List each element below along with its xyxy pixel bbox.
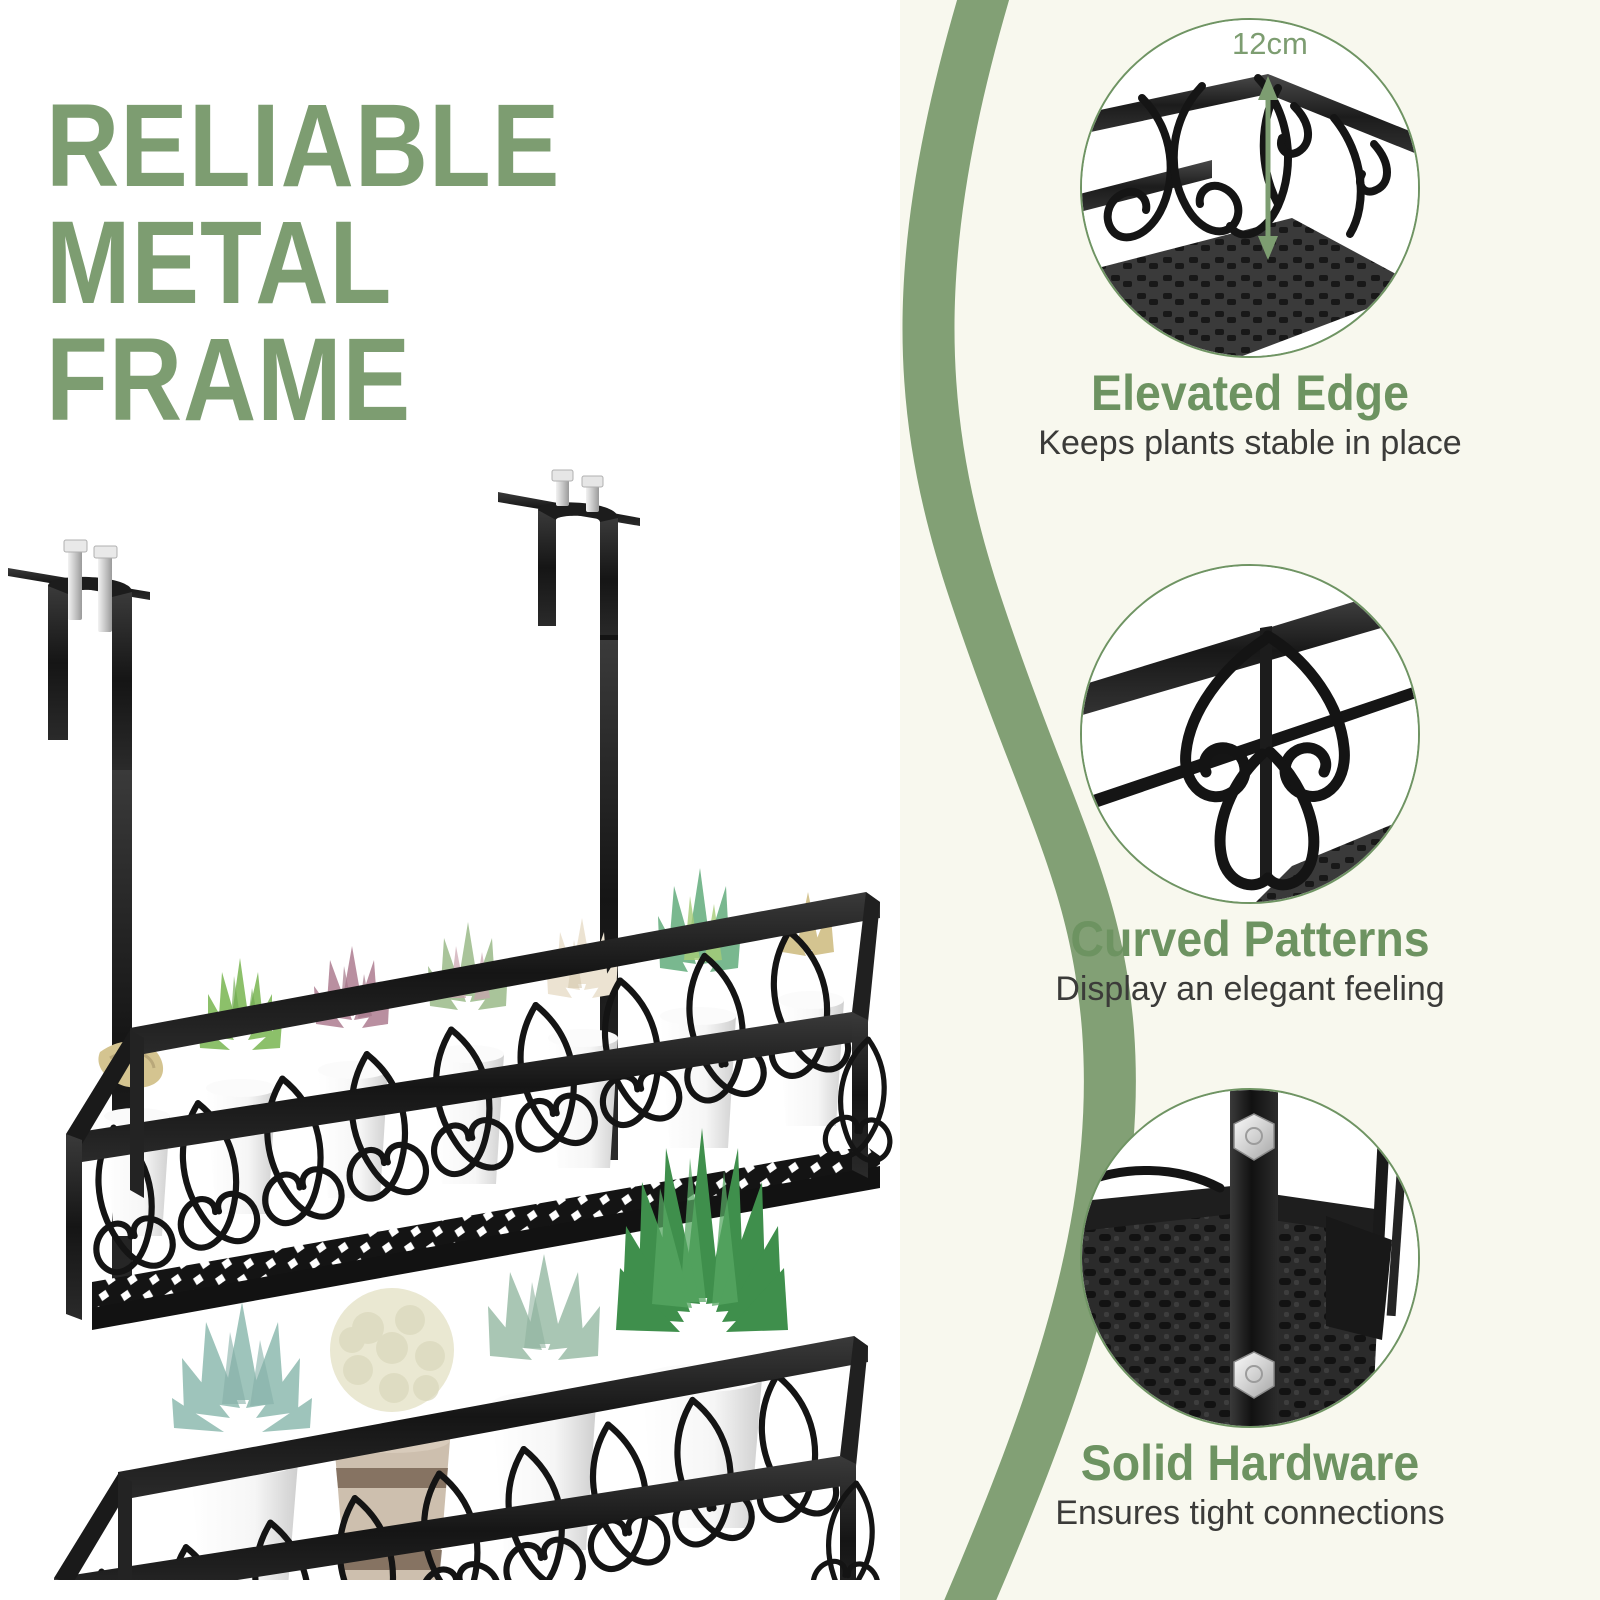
lower-front-top-rail <box>54 1456 856 1580</box>
hex-bolt-closeup-icon <box>1082 1090 1418 1426</box>
circle-frame-solid-hardware <box>1080 1088 1420 1428</box>
scroll-pattern-closeup-icon <box>1082 566 1418 902</box>
lower-tier-pots <box>172 1128 788 1580</box>
feature-image-wrap-elevated-edge: 12cm <box>1080 18 1420 358</box>
lower-tier <box>54 1128 889 1580</box>
feature-title-solid-hardware: Solid Hardware <box>1080 1435 1420 1491</box>
feature-elevated-edge: 12cm Elevated Edge Keeps plants stable i… <box>900 18 1600 463</box>
feature-subtitle-curved-patterns: Display an elegant feeling <box>1055 970 1445 1008</box>
feature-image-wrap-solid-hardware <box>1080 1088 1420 1428</box>
feature-subtitle-elevated-edge: Keeps plants stable in place <box>1038 424 1462 462</box>
feature-solid-hardware: Solid Hardware Ensures tight connections <box>900 1088 1600 1533</box>
dimension-label-12cm: 12cm <box>1232 26 1308 61</box>
hex-bolt-bottom <box>1233 1351 1275 1399</box>
circle-frame-curved-patterns <box>1080 564 1420 904</box>
product-image <box>8 469 900 1580</box>
hook-bracket-front <box>8 539 150 770</box>
feature-curved-patterns: Curved Patterns Display an elegant feeli… <box>900 564 1600 1009</box>
upper-tier <box>66 868 900 1330</box>
feature-title-elevated-edge: Elevated Edge <box>1091 365 1409 421</box>
hook-bracket-rear <box>498 469 640 646</box>
hex-bolt-top <box>1233 1113 1275 1161</box>
feature-title-curved-patterns: Curved Patterns <box>1070 911 1430 967</box>
railing-edge-closeup-icon <box>1082 20 1418 356</box>
page-title: RELIABLE METAL FRAME <box>46 80 561 446</box>
feature-image-wrap-curved-patterns <box>1080 564 1420 904</box>
upper-back-top-rail <box>130 892 880 1054</box>
circle-frame-elevated-edge <box>1080 18 1420 358</box>
upper-front-top-rail <box>66 1012 868 1162</box>
feature-subtitle-solid-hardware: Ensures tight connections <box>1055 1494 1445 1532</box>
lower-back-top-rail <box>118 1336 868 1498</box>
